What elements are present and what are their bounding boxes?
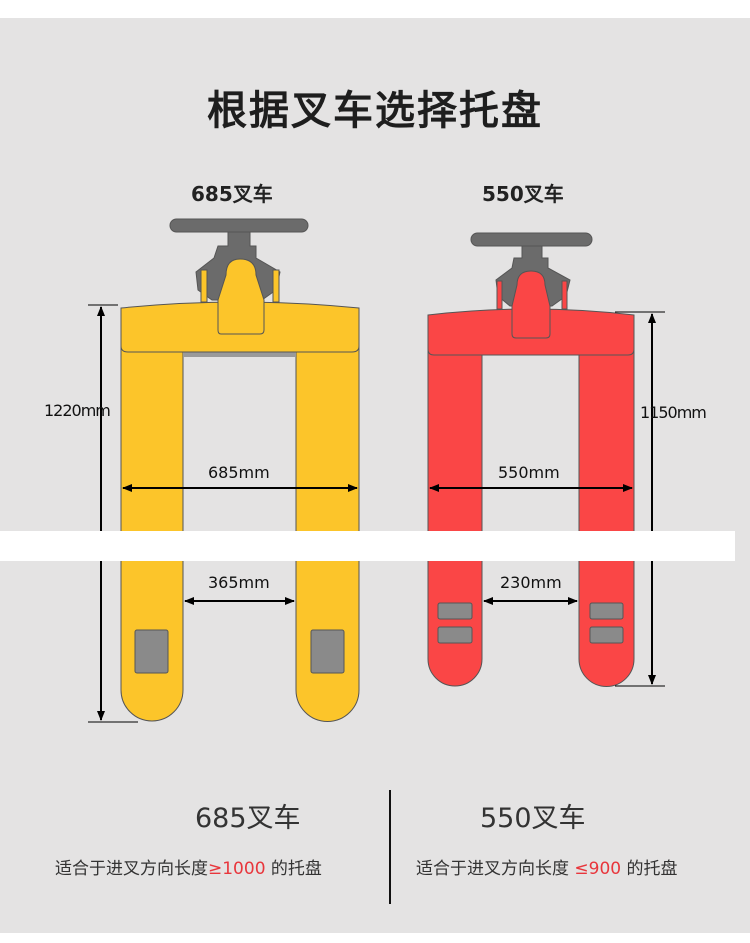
description-685: 适合于进叉方向长度≥1000 的托盘 — [55, 854, 322, 879]
caption-550: 550叉车 — [480, 803, 586, 834]
outer-width-label-685: 685mm — [208, 463, 270, 482]
description-550: 适合于进叉方向长度 ≤900 的托盘 — [416, 854, 678, 879]
pin-right — [272, 269, 280, 303]
caption-685: 685叉车 — [195, 803, 301, 834]
fork-right-550 — [578, 349, 635, 687]
fork-pad — [310, 629, 345, 674]
length-label-685: 1220mm — [44, 401, 111, 420]
dimension-lines — [88, 304, 665, 723]
divider — [389, 790, 391, 904]
pin-left — [200, 269, 208, 303]
desc-suffix: 的托盘 — [270, 859, 322, 879]
desc-value: ≥1000 — [208, 859, 266, 879]
desc-prefix: 适合于进叉方向长度 — [416, 859, 569, 879]
model-label-550: 550叉车 — [482, 182, 564, 206]
page-title: 根据叉车选择托盘 — [207, 88, 543, 134]
handle-550 — [470, 232, 593, 307]
model-label-685: 685叉车 — [191, 182, 273, 206]
head-685 — [217, 258, 265, 335]
head-550 — [511, 270, 551, 339]
outer-width-label-550: 550mm — [498, 463, 560, 482]
desc-suffix: 的托盘 — [626, 859, 678, 879]
fork-pad — [134, 629, 169, 674]
inner-width-label-550: 230mm — [500, 573, 562, 592]
forklift-550 — [427, 232, 635, 687]
inner-width-label-685: 365mm — [208, 573, 270, 592]
desc-value: ≤900 — [574, 859, 622, 879]
fork-left-550 — [427, 349, 483, 687]
white-band — [0, 531, 735, 561]
desc-prefix: 适合于进叉方向长度 — [55, 859, 208, 879]
length-label-550: 1150mm — [640, 403, 707, 422]
